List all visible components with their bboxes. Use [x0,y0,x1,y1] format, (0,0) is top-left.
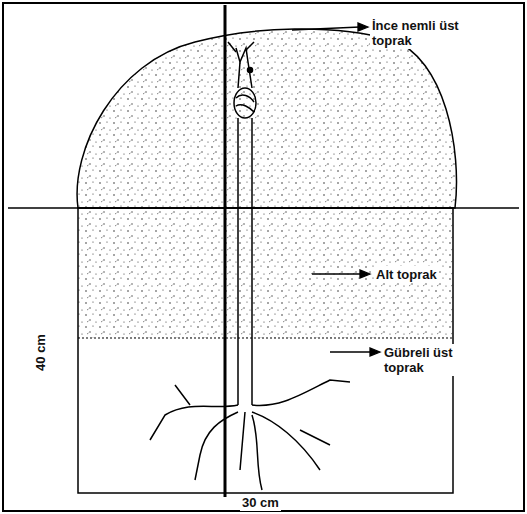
roots-left [150,385,238,480]
soil-mound [77,29,456,208]
bud [248,68,253,73]
frame [3,3,524,511]
roots-right [240,380,350,490]
support-stake [224,5,227,497]
layer-boundary [78,338,453,339]
subsoil-fill [78,208,453,338]
layer-label: Alt toprak [374,266,439,283]
trunk-top [236,48,252,88]
trunk [238,118,252,405]
dimension-label: 30 cm [240,494,281,511]
sapling [150,42,350,490]
layer-label: İnce nemli üst toprak [370,17,474,49]
graft-wrap [236,95,254,112]
cut-shoots [228,42,254,52]
graft-union [234,88,256,118]
dimension-label: 40 cm [32,332,49,373]
layer-label: Gübreli üst toprak [382,344,496,376]
leader-arrows [292,23,380,356]
